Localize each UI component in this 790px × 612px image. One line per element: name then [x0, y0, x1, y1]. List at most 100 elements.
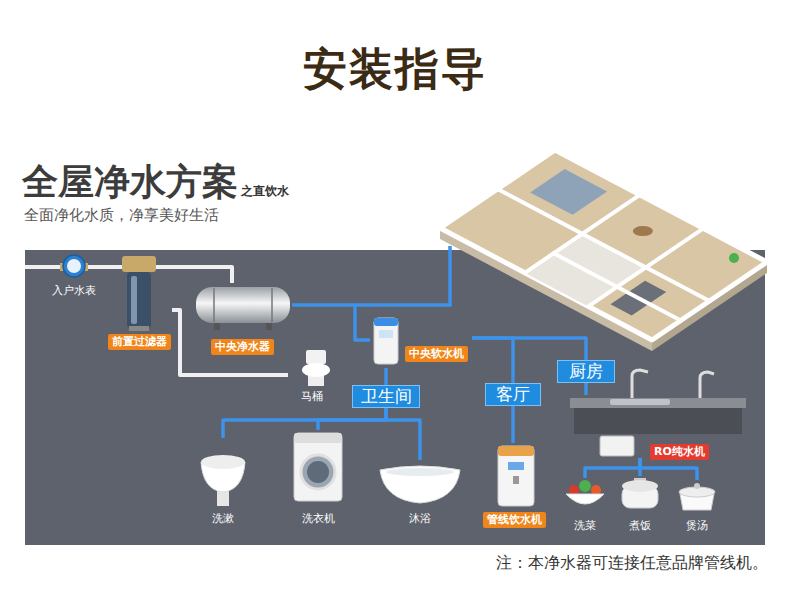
water-meter-icon [60, 255, 88, 277]
toilet-icon [302, 363, 330, 377]
basin-icon [201, 455, 245, 469]
orange-tag: 管线饮水机 [483, 512, 546, 528]
water-pipe [584, 383, 588, 395]
heading-suffix: 之直饮水 [241, 185, 289, 199]
water-pipe [292, 305, 370, 340]
kitchen-counter-icon [610, 399, 670, 405]
water-pipe [172, 310, 288, 375]
panel-ground [25, 250, 765, 545]
room-label: 客厅 [496, 384, 530, 405]
water-pipe [640, 458, 697, 480]
house-model [588, 228, 703, 306]
page-title: 安装指导 [0, 44, 790, 95]
house-model [525, 195, 640, 273]
softener-icon [374, 318, 398, 326]
dispenser-icon [513, 476, 519, 484]
washing-machine-icon [301, 455, 335, 489]
washing-machine-icon [294, 433, 342, 443]
section-heading: 全屋净水方案 [22, 161, 238, 202]
kitchen-counter-icon [700, 372, 714, 398]
water-pipe [172, 267, 232, 283]
dispenser-icon [508, 462, 524, 470]
house-model [530, 169, 607, 215]
orange-tag: 前置过滤器 [108, 334, 171, 350]
kitchen-counter-icon [600, 436, 634, 456]
soup-pot-icon [679, 483, 715, 510]
water-pipe [384, 368, 388, 385]
water-pipe [98, 265, 106, 269]
room-box: 卫生间 [352, 385, 420, 408]
red-tag: RO纯水机 [650, 444, 709, 460]
item-label: 煲汤 [686, 519, 708, 533]
central-purifier-icon [271, 288, 273, 322]
vegetable-bowl-icon [566, 480, 604, 504]
water-pipe [318, 408, 386, 430]
water-meter-icon [63, 255, 85, 277]
water-pipe [472, 338, 513, 383]
pipe-decor [355, 246, 450, 305]
washing-machine-icon [294, 433, 342, 501]
item-label: 洗菜 [574, 519, 596, 533]
vegetable-bowl-icon [579, 480, 591, 492]
pre-filter-icon [131, 276, 137, 324]
room-label: 厨房 [569, 361, 603, 382]
rice-cooker-icon [622, 480, 658, 492]
dispenser-icon [498, 446, 534, 506]
washing-machine-icon [294, 433, 342, 501]
orange-tag: 中央软水机 [405, 346, 468, 362]
vegetable-bowl: 洗菜 [560, 478, 610, 533]
central-purifier-icon [213, 288, 215, 322]
kitchen-counter-icon [574, 408, 742, 434]
central-purifier-icon [196, 287, 290, 323]
vegetable-bowl-icon [566, 494, 604, 504]
item-label: 入户水表 [52, 284, 96, 298]
bathtub-icon [380, 466, 460, 503]
central-softener: 中央软水机 [370, 312, 472, 368]
item-label: 马桶 [301, 390, 323, 404]
house-model [440, 150, 767, 340]
house-model [729, 253, 739, 263]
note: 注：本净水器可连接任意品牌管线机。 [496, 554, 768, 572]
softener-icon [374, 318, 398, 364]
central-purifier: 中央净水器 [192, 283, 292, 355]
pre-filter-icon [129, 326, 149, 331]
subtitle: 全面净化水质，净享美好生活 [24, 207, 219, 224]
washing-machine: 洗衣机 [288, 430, 348, 526]
toilet-icon [306, 350, 326, 364]
bathtub-icon [386, 468, 454, 476]
house-model [633, 226, 653, 236]
kitchen-counter-icon [632, 370, 648, 398]
kitchen-counter-icon [570, 398, 746, 408]
basin-icon [201, 455, 245, 506]
rice-cooker: 煮饭 [615, 476, 665, 533]
toilet: 马桶 [288, 346, 336, 404]
water-meter: 入户水表 [50, 254, 98, 298]
house-model [554, 253, 681, 320]
panel-ground [25, 250, 765, 545]
central-purifier-icon [196, 287, 290, 330]
dispenser-icon [498, 446, 534, 456]
soup-pot-icon [694, 483, 700, 489]
item-label: 煮饭 [629, 519, 651, 533]
house-model [498, 189, 710, 321]
toilet-icon [302, 350, 330, 386]
basin: 洗漱 [195, 438, 251, 526]
softener-icon [379, 330, 393, 338]
bathtub-icon [380, 466, 460, 503]
pre-filter-icon [122, 256, 156, 272]
room-label: 卫生间 [361, 386, 412, 407]
room-box: 厨房 [557, 360, 615, 383]
washing-machine-icon [307, 461, 329, 483]
water-pipe [386, 408, 420, 460]
rice-cooker-icon [622, 478, 658, 508]
house-model [440, 150, 767, 351]
item-label: 沐浴 [409, 512, 431, 526]
water-pipe [511, 406, 515, 443]
dispenser-icon [498, 446, 534, 506]
softener-icon [374, 318, 398, 364]
pre-filter-icon [127, 272, 151, 328]
water-meter-icon [67, 259, 81, 273]
water-pipe [472, 338, 586, 360]
item-label: 洗漱 [212, 512, 234, 526]
pipeline-dispenser: 管线饮水机 [478, 443, 550, 528]
